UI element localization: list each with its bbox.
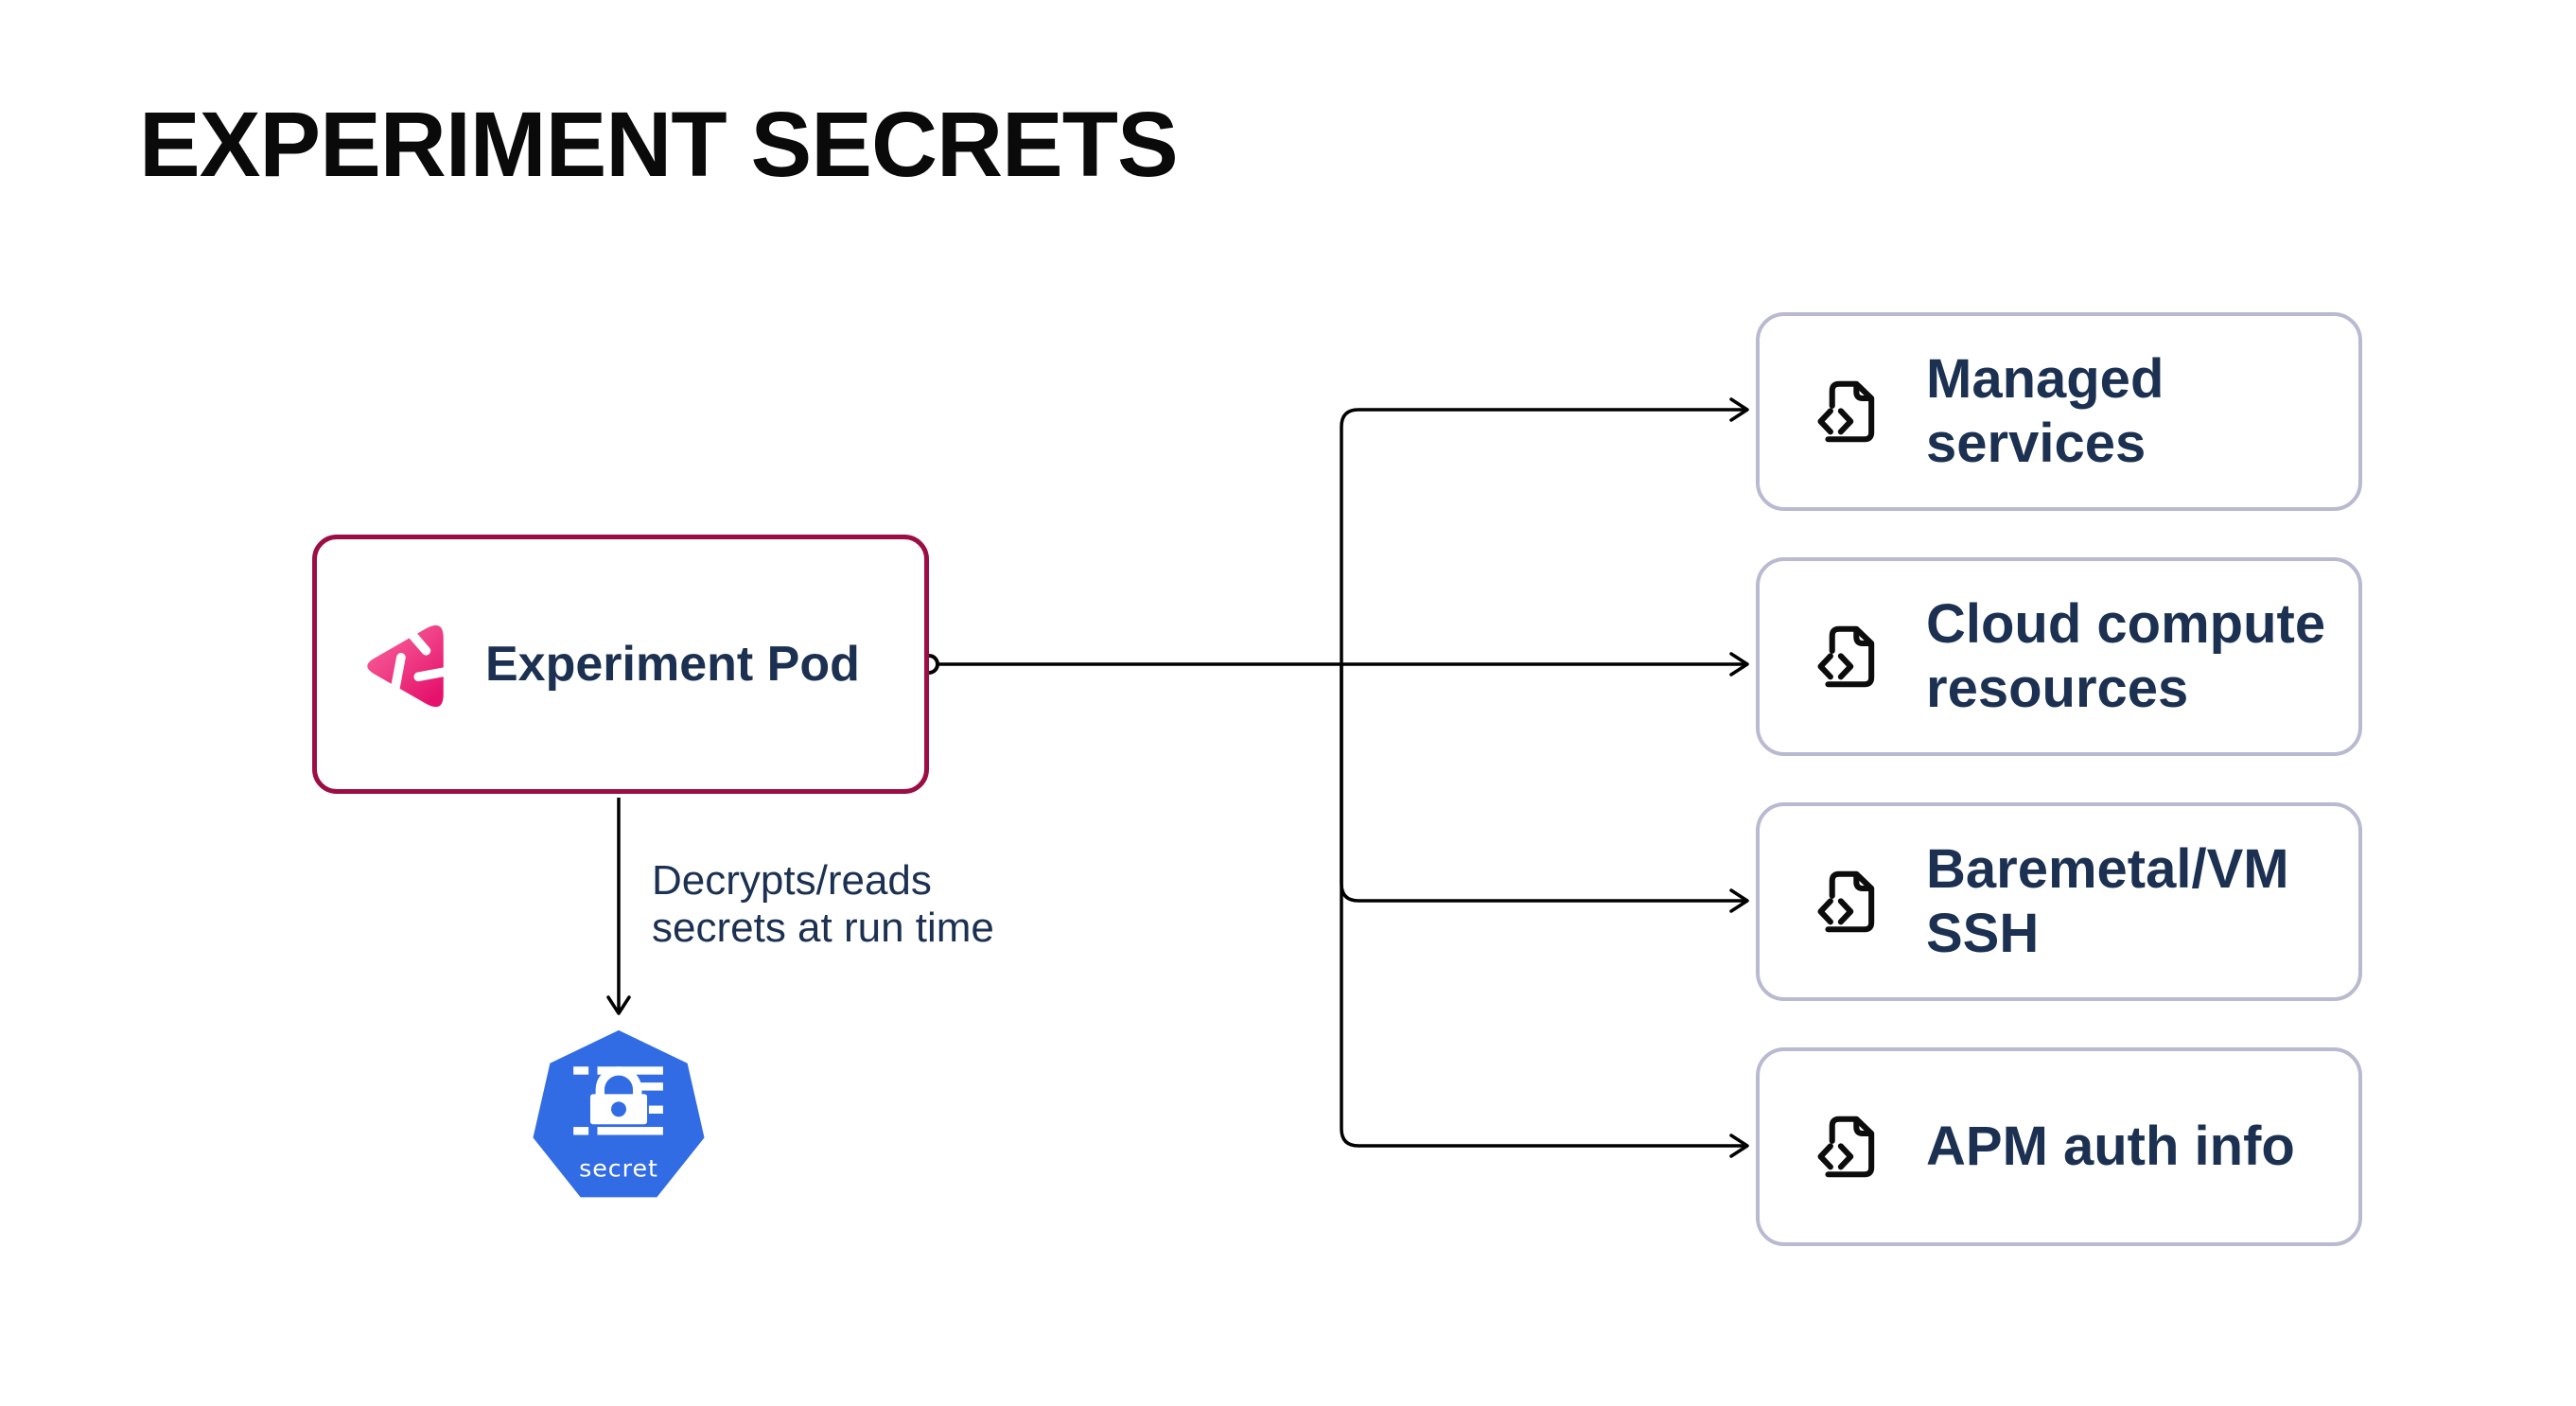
target-node-apm-auth: APM auth info	[1756, 1047, 2362, 1246]
target-node-cloud-compute: Cloud compute resources	[1756, 557, 2362, 756]
target-label: Baremetal/VM SSH	[1926, 838, 2289, 964]
target-node-baremetal-ssh: Baremetal/VM SSH	[1756, 802, 2362, 1001]
kubernetes-secret-icon: secret	[533, 1029, 705, 1198]
target-label: APM auth info	[1926, 1116, 2295, 1177]
file-code-icon	[1817, 380, 1875, 443]
secret-label: secret	[579, 1154, 658, 1183]
edge-pod-to-apm-auth	[1340, 664, 1749, 1158]
target-label: Managed services	[1926, 348, 2164, 474]
page-title: EXPERIMENT SECRETS	[139, 93, 1179, 196]
edge-annotation: Decrypts/reads secrets at run time	[652, 857, 994, 951]
target-label: Cloud compute resources	[1926, 593, 2326, 719]
experiment-pod-node: Experiment Pod	[312, 535, 929, 794]
file-code-icon	[1817, 1116, 1875, 1178]
file-code-icon	[1817, 625, 1875, 688]
litmuschaos-icon	[367, 624, 449, 708]
experiment-pod-label: Experiment Pod	[485, 637, 860, 692]
edge-pod-to-managed-services	[1340, 397, 1749, 664]
target-node-managed-services: Managed services	[1756, 312, 2362, 511]
padlock-icon	[589, 1066, 648, 1125]
edge-pod-to-baremetal-ssh	[1340, 664, 1749, 913]
file-code-icon	[1817, 870, 1875, 933]
